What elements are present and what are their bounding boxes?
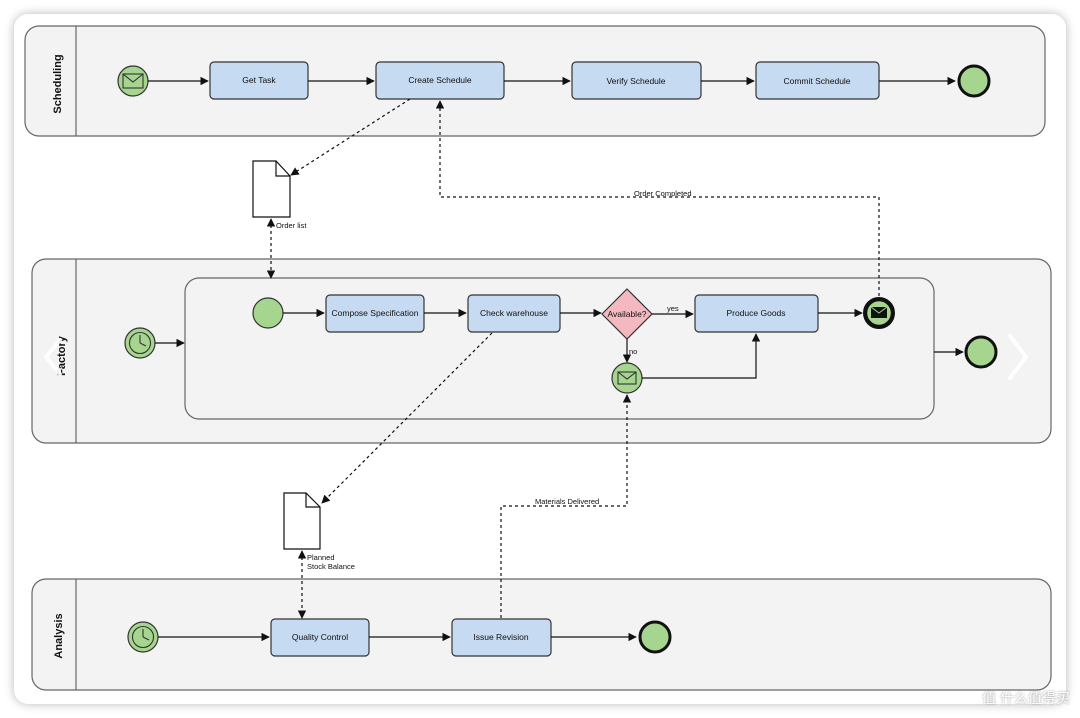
envelope-icon <box>617 371 637 385</box>
start-message-event-scheduling <box>117 65 149 97</box>
gateway-yes-label: yes <box>667 304 679 313</box>
document-label-line1: Planned <box>307 553 335 562</box>
intermediate-message-event <box>611 362 643 394</box>
task-create-schedule[interactable]: Create Schedule <box>375 61 505 100</box>
task-label: Check warehouse <box>480 308 548 318</box>
task-check-warehouse[interactable]: Check warehouse <box>467 294 561 333</box>
gateway-no-label: no <box>629 347 637 356</box>
document-order-list: Order list <box>252 160 307 230</box>
envelope-icon <box>122 73 144 89</box>
end-message-event-subprocess <box>863 297 895 329</box>
task-produce-goods[interactable]: Produce Goods <box>694 294 819 333</box>
lane-factory: Factory <box>31 258 1052 444</box>
start-timer-event-factory <box>124 327 156 359</box>
watermark: 值 什么值得买 <box>982 690 1070 706</box>
task-label: Get Task <box>242 75 276 85</box>
message-label-materials-delivered: Materials Delivered <box>535 497 599 506</box>
document-planned-stock-balance: Planned Stock Balance <box>283 492 355 571</box>
message-label-order-completed: Order Completed <box>634 189 692 198</box>
start-timer-event-analysis <box>127 621 159 653</box>
task-label: Commit Schedule <box>783 76 850 86</box>
end-event-factory <box>964 335 998 369</box>
end-event-analysis <box>638 620 672 654</box>
task-commit-schedule[interactable]: Commit Schedule <box>755 61 880 100</box>
lane-title-factory: Factory <box>56 335 68 376</box>
end-event-scheduling <box>957 64 991 98</box>
task-label: Verify Schedule <box>606 76 665 86</box>
task-issue-revision[interactable]: Issue Revision <box>451 618 552 657</box>
task-compose-specification[interactable]: Compose Specification <box>325 294 425 333</box>
start-event-subprocess <box>252 297 284 329</box>
task-label: Quality Control <box>292 632 348 642</box>
task-label: Produce Goods <box>726 308 785 318</box>
lane-title-scheduling: Scheduling <box>52 54 64 113</box>
gateway-label: Available? <box>607 309 646 319</box>
task-label: Create Schedule <box>408 75 472 85</box>
task-label: Issue Revision <box>473 632 529 642</box>
document-label: Order list <box>276 221 307 230</box>
task-verify-schedule[interactable]: Verify Schedule <box>571 61 702 100</box>
envelope-filled-icon <box>870 306 888 318</box>
clock-icon <box>128 331 152 355</box>
nav-next-chevron-icon[interactable] <box>1008 334 1029 380</box>
task-get-task[interactable]: Get Task <box>209 61 309 100</box>
clock-icon <box>131 625 155 649</box>
task-label: Compose Specification <box>332 308 419 318</box>
lane-title-analysis: Analysis <box>53 613 65 658</box>
nav-prev-chevron-icon[interactable] <box>43 338 62 376</box>
task-quality-control[interactable]: Quality Control <box>270 618 370 657</box>
document-label-line2: Stock Balance <box>307 562 355 571</box>
